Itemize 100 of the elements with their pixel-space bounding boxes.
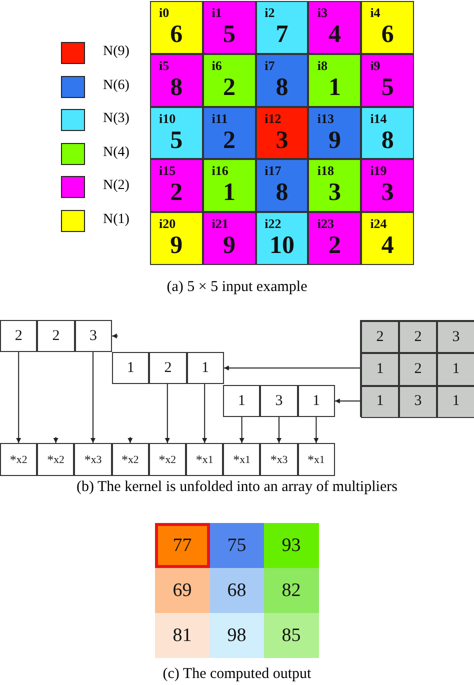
kernel-cell: 2: [399, 353, 437, 386]
arrow: [334, 398, 360, 404]
cell-value: 6: [380, 20, 395, 50]
cell-index: i8: [317, 58, 328, 74]
cell-value: 8: [380, 126, 395, 156]
cell-value: 1: [222, 178, 236, 208]
grid-cell: [256, 159, 308, 212]
output-cell: 75: [210, 523, 264, 568]
arrow: [164, 384, 170, 444]
cell-index: i14: [370, 110, 387, 127]
grid-cell: [361, 106, 414, 160]
cell-value: 3: [328, 178, 342, 208]
figure-caption: (c) The computed output: [162, 666, 312, 683]
kernel-row-cell: 3: [260, 385, 298, 417]
output-cell: 69: [155, 568, 210, 613]
cell-value: 2: [222, 72, 236, 103]
kernel-cell: 1: [437, 353, 474, 386]
kernel-row-cell: 3: [74, 320, 112, 352]
cell-value: 7: [274, 20, 290, 50]
legend-label: N(1): [103, 212, 130, 228]
output-cell: 85: [264, 613, 318, 658]
kernel-row-cell: 1: [298, 385, 335, 417]
cell-value: 9: [169, 231, 184, 262]
kernel-row-cell: 1: [186, 352, 224, 384]
cell-index: i11: [212, 110, 228, 127]
cell-value: 10: [268, 231, 296, 262]
cell-index: i0: [159, 5, 170, 21]
grid-cell: [256, 106, 308, 160]
cell-index: i21: [212, 216, 228, 232]
cell-index: i19: [370, 163, 387, 180]
cell-index: i7: [264, 58, 275, 74]
grid-cell: [308, 106, 362, 160]
figure-caption: (b) The kernel is unfolded into an array of multipliers: [76, 479, 398, 496]
cell-value: 3: [380, 178, 395, 208]
cell-index: i4: [370, 5, 380, 21]
grid-cell: [361, 54, 414, 107]
output-cell: 82: [264, 568, 318, 613]
cell-index: i18: [317, 163, 334, 180]
grid-cell: [202, 54, 256, 107]
cell-index: i15: [159, 163, 176, 180]
cell-value: 5: [169, 126, 184, 156]
arrow: [239, 416, 244, 444]
arrow: [90, 352, 96, 444]
cell-value: 6: [169, 20, 184, 50]
kernel-cell: 3: [437, 321, 474, 354]
legend-label: N(9): [103, 44, 130, 60]
arrow: [314, 416, 319, 444]
grid-cell: [308, 159, 362, 212]
cell-value: 8: [169, 72, 184, 103]
grid-cell: [202, 1, 256, 54]
grid-cell: [361, 159, 414, 212]
grid-cell: [361, 212, 414, 265]
arrow: [202, 384, 208, 444]
grid-cell: [202, 159, 256, 212]
cell-index: i24: [370, 216, 387, 232]
cell-value: 2: [222, 126, 236, 156]
grid-cell: [150, 1, 203, 54]
grid-cell: [202, 106, 256, 160]
cell-index: i13: [317, 110, 334, 127]
grid-cell: [256, 54, 308, 107]
cell-index: i9: [370, 58, 380, 74]
kernel-row-cell: 1: [223, 385, 260, 417]
cell-index: i12: [264, 110, 282, 127]
cell-value: 8: [274, 72, 290, 103]
kernel-cell: 1: [361, 353, 399, 386]
grid-cell: [256, 1, 308, 54]
cell-index: i22: [264, 216, 282, 232]
grid-cell: [308, 1, 362, 54]
output-cell: 98: [210, 613, 264, 658]
cell-value: 1: [328, 72, 342, 103]
legend-label: N(4): [103, 144, 130, 160]
kernel-grid: [360, 320, 474, 417]
cell-index: i6: [212, 58, 222, 74]
legend-label: N(2): [103, 178, 130, 194]
cell-value: 2: [169, 178, 184, 208]
kernel-cell: 2: [399, 321, 437, 354]
cell-value: 9: [328, 126, 342, 156]
cell-index: i10: [159, 110, 176, 127]
arrow: [128, 436, 133, 444]
cell-index: i16: [212, 163, 228, 180]
cell-value: 5: [380, 72, 395, 103]
grid-cell: [150, 106, 203, 160]
cell-value: 4: [328, 20, 342, 50]
cell-index: i5: [159, 58, 170, 74]
arrow: [223, 366, 360, 370]
arrow: [111, 334, 118, 338]
output-cell: 68: [210, 568, 264, 613]
cell-index: i1: [212, 5, 222, 21]
kernel-row-cell: 2: [37, 320, 75, 352]
grid-cell: [256, 212, 308, 265]
output-cell: 81: [155, 613, 210, 658]
figure-caption: (a) 5 × 5 input example: [166, 279, 308, 296]
cell-index: i17: [264, 163, 282, 180]
cell-index: i2: [264, 5, 275, 21]
cell-index: i23: [317, 216, 334, 232]
kernel-cell: 3: [399, 386, 437, 418]
output-cell: 77: [155, 523, 210, 568]
arrow: [276, 416, 282, 444]
grid-cell: [202, 212, 256, 265]
arrow: [53, 436, 58, 444]
